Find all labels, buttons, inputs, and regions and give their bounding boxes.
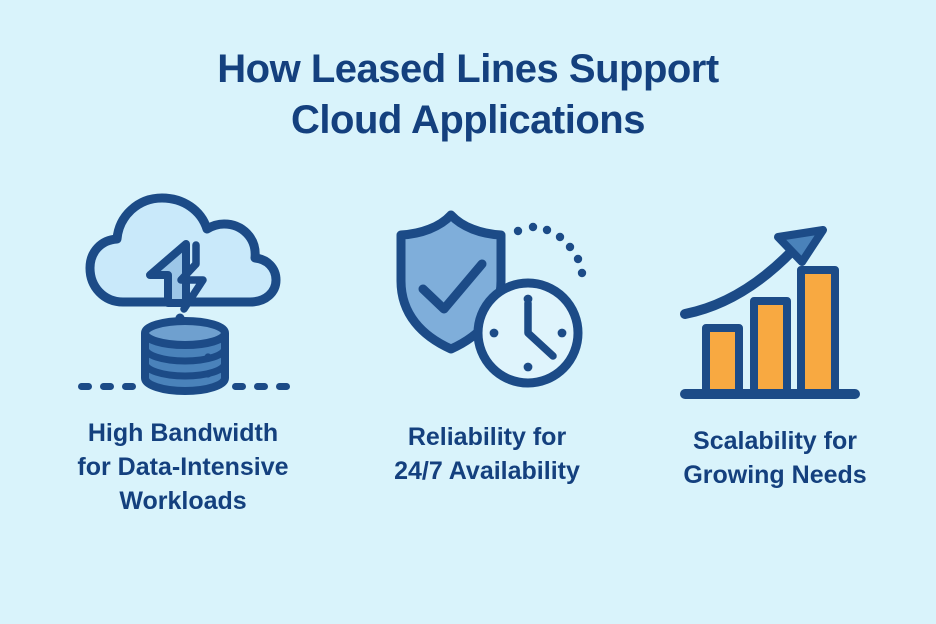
chart-bars (702, 266, 839, 398)
bar-medium (750, 297, 791, 398)
feature-scalability: Scalability for Growing Needs (620, 196, 930, 492)
database-top (141, 317, 229, 349)
database-led-1 (204, 353, 212, 361)
feature-reliability-icon-box (332, 192, 642, 404)
cloud-database-icon (78, 193, 290, 395)
download-lightning-icon (177, 241, 207, 313)
checkmark-icon (418, 259, 487, 314)
feature-bandwidth-caption: High Bandwidth for Data-Intensive Worklo… (28, 416, 338, 518)
page-title-line-1: How Leased Lines Support (217, 47, 719, 91)
database-band-2 (141, 362, 229, 380)
caption-line: Workloads (119, 487, 247, 515)
caption-line: Reliability for (407, 423, 567, 451)
shield-clock-icon (396, 210, 587, 388)
growth-curve (680, 243, 800, 319)
arrowhead (774, 226, 827, 266)
clock-hands (524, 299, 557, 360)
bar-tall (797, 266, 839, 398)
database-band-1 (141, 347, 229, 365)
feature-bandwidth: High Bandwidth for Data-Intensive Worklo… (28, 188, 338, 518)
caption-line: High Bandwidth (87, 419, 279, 447)
bar-small (702, 324, 743, 398)
caption-line: 24/7 Availability (394, 457, 580, 485)
shield-shape (396, 210, 506, 354)
feature-scalability-caption: Scalability for Growing Needs (620, 424, 930, 492)
page-title: How Leased Lines Support Cloud Applicati… (0, 44, 936, 146)
database-led-2 (204, 370, 212, 378)
caption-line: Growing Needs (683, 461, 867, 489)
upload-arrow-icon (146, 240, 190, 307)
feature-scalability-icon-box (620, 196, 930, 408)
dashed-line (78, 383, 290, 390)
dotted-arc (513, 222, 587, 278)
page-title-line-2: Cloud Applications (291, 98, 645, 142)
feature-reliability-caption: Reliability for 24/7 Availability (332, 420, 642, 488)
feature-bandwidth-icon-box (28, 188, 338, 400)
caption-line: for Data-Intensive (77, 453, 289, 481)
feature-reliability: Reliability for 24/7 Availability (332, 192, 642, 488)
caption-line: Scalability for (693, 427, 857, 455)
growth-chart-icon (680, 226, 860, 399)
